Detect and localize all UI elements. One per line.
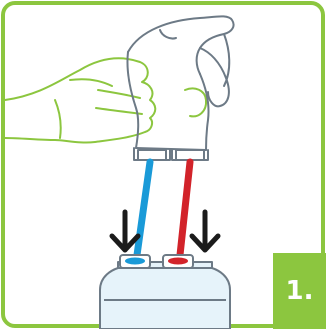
spray-trigger-head-icon xyxy=(127,16,233,160)
arrow-down-icon-right xyxy=(192,212,218,250)
bottle-opening-red xyxy=(168,258,188,265)
blue-tube xyxy=(137,162,150,255)
red-tube xyxy=(180,162,190,255)
step-badge: 1. xyxy=(273,253,326,329)
step-number: 1. xyxy=(286,276,314,306)
tube-collar-left xyxy=(138,150,166,160)
hand-icon xyxy=(5,58,206,142)
double-bottle-icon xyxy=(100,255,230,329)
bottle-opening-blue xyxy=(125,258,145,265)
arrow-down-icon-left xyxy=(112,212,138,250)
